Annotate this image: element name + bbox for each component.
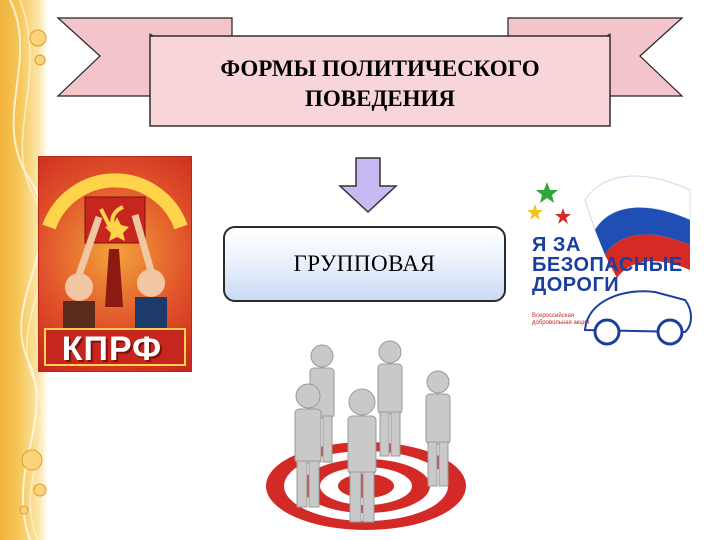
kprf-title: КПРФ: [61, 330, 163, 368]
down-arrow-icon: [338, 157, 398, 214]
kprf-poster-image: [38, 156, 192, 372]
slide-title: ФОРМЫ ПОЛИТИЧЕСКОГО ПОВЕДЕНИЯ: [220, 56, 540, 111]
slogan-line-2: БЕЗОПАСНЫЕ: [532, 254, 683, 276]
group-form-box: ГРУППОВАЯ: [223, 226, 506, 302]
car-icon: [583, 290, 692, 346]
people-on-target-illustration: [266, 340, 466, 530]
road-safety-subtitle: Всероссийская добровольная акция: [532, 313, 590, 326]
star-icon: [527, 182, 571, 224]
slogan-line-1: Я ЗА: [532, 234, 581, 256]
road-safety-slogan: Я ЗА БЕЗОПАСНЫЕ ДОРОГИ: [532, 234, 683, 296]
road-safety-logo: [527, 175, 692, 346]
slogan-line-3: ДОРОГИ: [532, 274, 620, 296]
group-form-label: ГРУППОВАЯ: [293, 251, 436, 276]
